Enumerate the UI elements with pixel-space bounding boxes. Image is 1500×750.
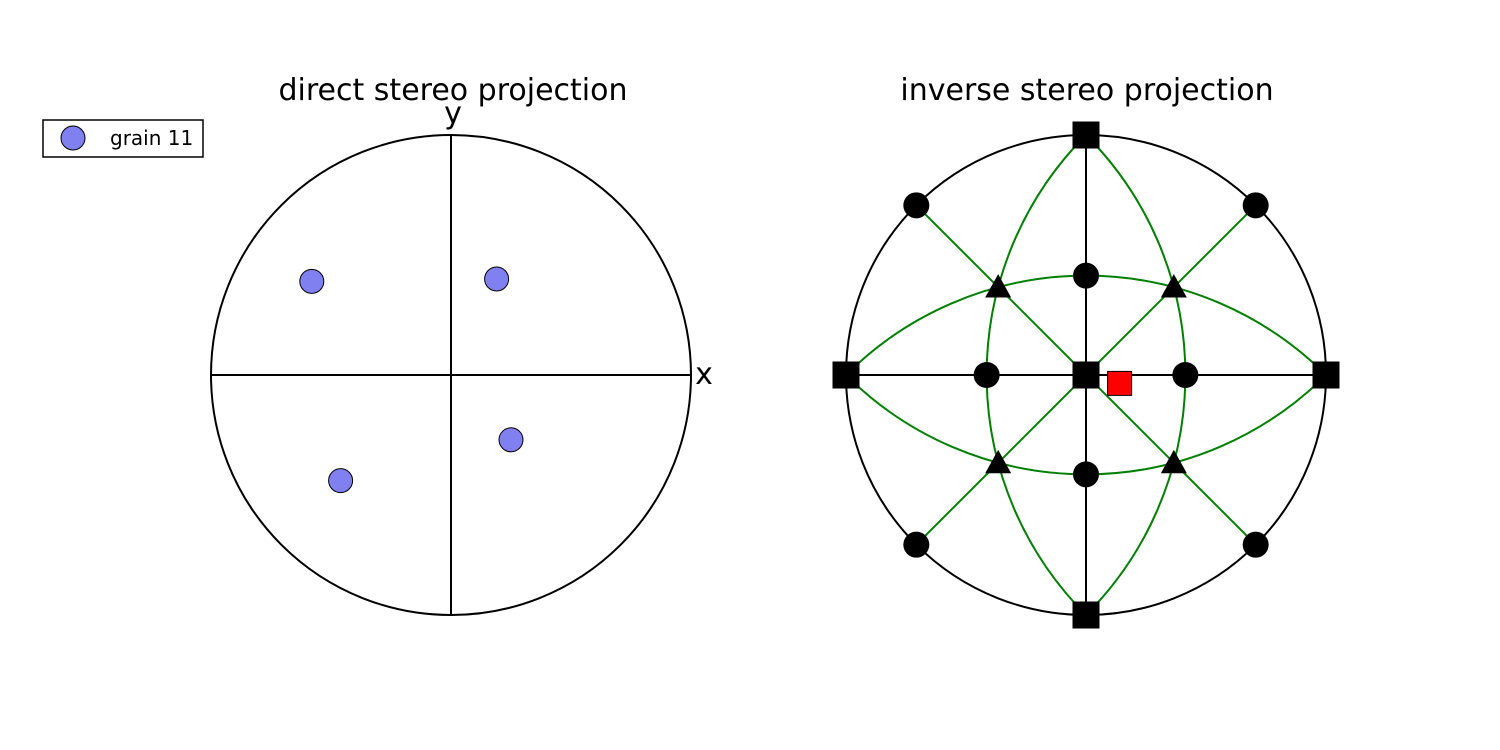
- circle-pole-marker: [1073, 262, 1099, 289]
- direct-x-axis-label: x: [695, 357, 713, 392]
- legend-grain-marker: [60, 125, 86, 151]
- highlight-square-marker: [1107, 370, 1133, 396]
- square-pole-marker: [1072, 121, 1100, 149]
- pole-markers-group: [832, 121, 1340, 629]
- legend-grain-label: grain 11: [110, 126, 193, 150]
- legend: grain 11: [42, 119, 204, 158]
- circle-pole-marker: [1242, 531, 1269, 558]
- circle-pole-marker: [1242, 192, 1269, 219]
- grain-point: [498, 427, 524, 453]
- square-pole-marker: [1072, 601, 1100, 629]
- circle-pole-marker: [1172, 362, 1199, 388]
- direct-projection-panel: direct stereo projection x y: [210, 73, 713, 616]
- circle-pole-marker: [903, 531, 930, 558]
- triangle-pole-marker: [1160, 274, 1187, 298]
- inverse-projection-panel: inverse stereo projection: [832, 73, 1340, 629]
- grain-point: [484, 266, 510, 292]
- circle-pole-marker: [973, 362, 1000, 388]
- triangle-pole-marker: [1160, 449, 1187, 474]
- circle-pole-marker: [903, 192, 930, 219]
- direct-projection-title: direct stereo projection: [279, 73, 628, 108]
- inverse-projection-title: inverse stereo projection: [900, 73, 1273, 108]
- grain-point: [328, 468, 354, 494]
- triangle-pole-marker: [985, 449, 1012, 474]
- square-pole-marker: [1072, 361, 1100, 389]
- square-pole-marker: [832, 361, 860, 389]
- square-pole-marker: [1312, 361, 1340, 389]
- grain-point: [299, 268, 325, 294]
- direct-y-axis-label: y: [444, 96, 462, 131]
- grain-points-group: [299, 266, 524, 494]
- triangle-pole-marker: [985, 274, 1012, 298]
- circle-pole-marker: [1073, 461, 1099, 488]
